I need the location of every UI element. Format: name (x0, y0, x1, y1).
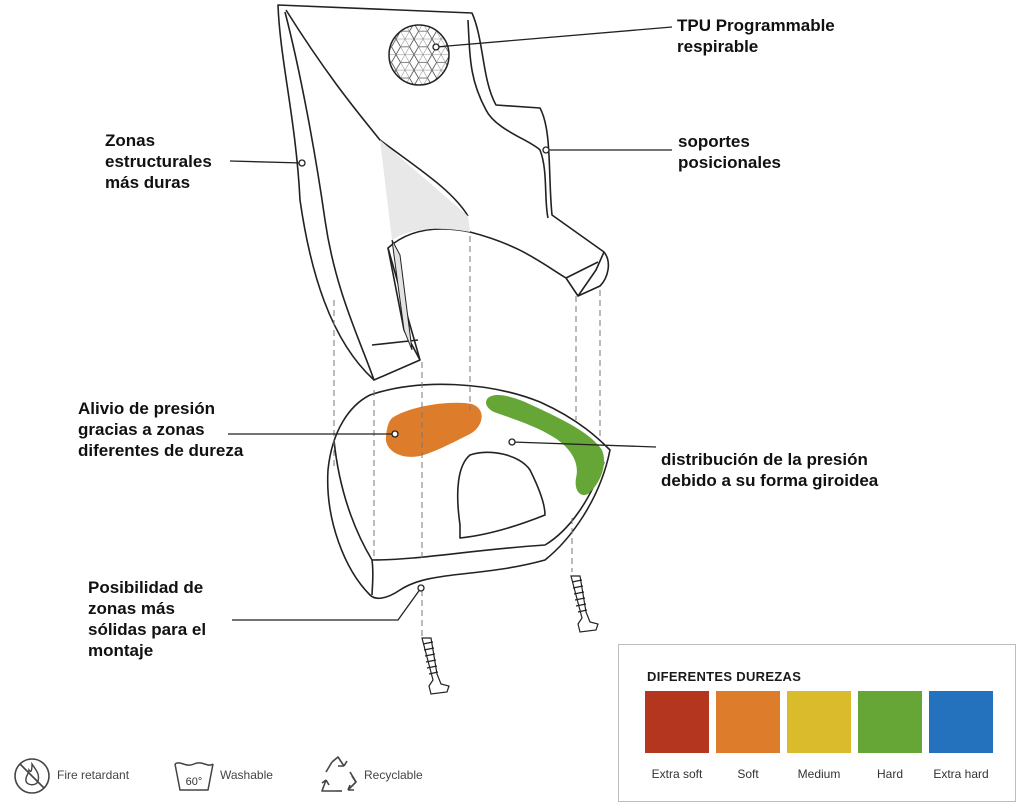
callout-mounting: Posibilidad de zonas más sólidas para el… (88, 577, 206, 661)
screw-right (571, 576, 598, 632)
feature-washable: 60° Washable (172, 752, 292, 798)
callout-pressure-relief: Alivio de presión gracias a zonas difere… (78, 398, 243, 461)
callout-positional-supports: soportes posicionales (678, 131, 781, 173)
legend-item-extra-hard: Extra hard (929, 691, 993, 753)
fire-retardant-icon (12, 754, 52, 798)
legend-item-extra-soft: Extra soft (645, 691, 709, 753)
leader-lines (228, 27, 672, 620)
backrest-shaded-panel (380, 140, 470, 240)
tpu-mesh-patch (389, 25, 449, 85)
legend-item-soft: Soft (716, 691, 780, 753)
screw-left (422, 638, 449, 694)
washable-60-icon: 60° (172, 756, 216, 796)
recycle-icon (316, 754, 360, 796)
callout-tpu: TPU Programmable respirable (677, 15, 835, 57)
swatch-medium (787, 691, 851, 753)
callout-pressure-distribution: distribución de la presión debido a su f… (661, 449, 878, 491)
feature-recyclable: Recyclable (316, 752, 436, 798)
legend-item-hard: Hard (858, 691, 922, 753)
callout-structural-zones: Zonas estructurales más duras (105, 130, 212, 193)
legend-item-medium: Medium (787, 691, 851, 753)
swatch-extra-hard (929, 691, 993, 753)
backrest-side-strip (392, 240, 412, 350)
swatch-hard (858, 691, 922, 753)
swatch-extra-soft (645, 691, 709, 753)
soft-zone (386, 403, 482, 457)
legend-title: DIFERENTES DUREZAS (647, 669, 801, 684)
leader-dots (299, 44, 549, 591)
svg-text:60°: 60° (186, 776, 203, 788)
feature-fire-retardant: Fire retardant (10, 752, 150, 798)
swatch-soft (716, 691, 780, 753)
hardness-legend: DIFERENTES DUREZAS Extra soft Soft Mediu… (618, 644, 1016, 802)
